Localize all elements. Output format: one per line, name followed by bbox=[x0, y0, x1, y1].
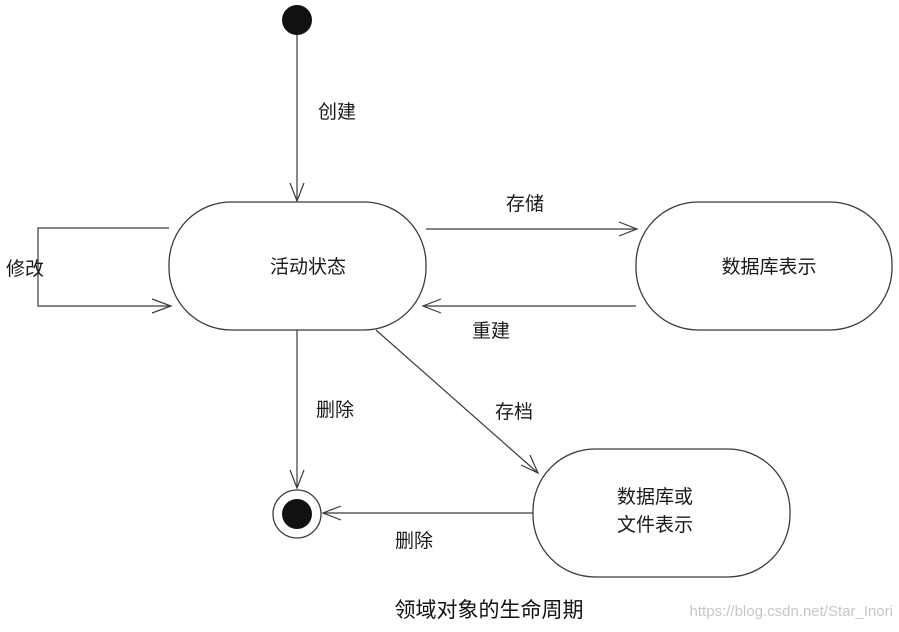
state-archive-label-line2: 文件表示 bbox=[617, 514, 693, 536]
edge-rebuild bbox=[421, 298, 636, 314]
initial-state bbox=[282, 5, 312, 35]
state-db-label: 数据库表示 bbox=[721, 256, 816, 278]
label-store: 存储 bbox=[506, 193, 544, 215]
label-archive: 存档 bbox=[495, 401, 533, 423]
edge-create bbox=[289, 35, 305, 203]
label-modify: 修改 bbox=[6, 258, 44, 280]
label-delete-archive: 删除 bbox=[395, 530, 433, 552]
final-state bbox=[272, 489, 322, 539]
state-archive-label-line1: 数据库或 bbox=[617, 486, 693, 508]
label-create: 创建 bbox=[318, 101, 356, 123]
edge-delete-active bbox=[289, 330, 305, 490]
label-rebuild: 重建 bbox=[472, 320, 510, 342]
state-active: 活动状态 bbox=[168, 201, 427, 331]
state-active-label: 活动状态 bbox=[270, 256, 346, 278]
watermark-url: https://blog.csdn.net/Star_Inori bbox=[690, 603, 893, 620]
edge-modify bbox=[37, 227, 173, 314]
state-db-representation: 数据库表示 bbox=[635, 201, 893, 331]
edge-archive bbox=[375, 329, 540, 475]
state-archive-representation: 数据库或 文件表示 bbox=[532, 448, 791, 578]
diagram-caption: 领域对象的生命周期 bbox=[395, 598, 584, 622]
edge-delete-archive bbox=[321, 505, 533, 521]
edge-store bbox=[426, 221, 639, 237]
label-delete-active: 删除 bbox=[316, 399, 354, 421]
